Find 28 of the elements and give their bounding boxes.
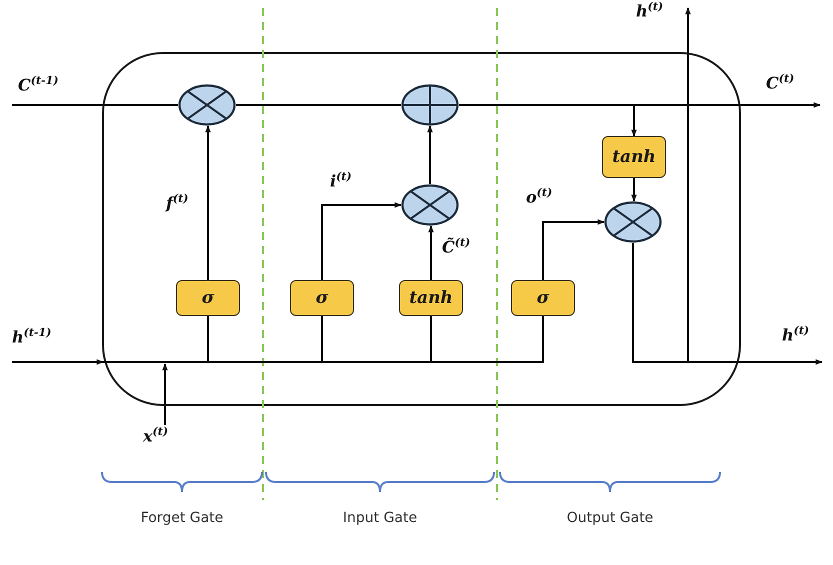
arrow (12, 359, 104, 365)
arrow (632, 243, 823, 365)
edge-label: f$^{(t)}$ (164, 192, 190, 213)
gate-label: Forget Gate (140, 510, 224, 526)
arrow (631, 178, 637, 202)
variable-label: x$^{(t)}$ (143, 425, 168, 446)
arrow (542, 219, 605, 280)
activation-box: tanh (399, 280, 463, 316)
arrow (321, 202, 402, 280)
arrow (205, 125, 211, 280)
arrow (428, 225, 434, 280)
gate-label: Input Gate (342, 510, 418, 526)
activation-box: σ (511, 280, 575, 316)
activation-box: σ (176, 280, 240, 316)
connector-line (103, 316, 544, 363)
multiply-operator (178, 84, 236, 126)
multiply-operator (604, 201, 662, 243)
gate-label: Output Gate (566, 510, 654, 526)
activation-box: tanh (602, 136, 666, 178)
arrow (459, 104, 637, 137)
arrow (162, 363, 168, 425)
activation-box: σ (290, 280, 354, 316)
arrow (427, 125, 433, 184)
connector-line (12, 104, 178, 106)
multiply-operator (401, 184, 459, 226)
connector-line (236, 104, 401, 106)
variable-label: h$^{(t-1)}$ (12, 326, 52, 346)
add-operator (401, 84, 459, 126)
